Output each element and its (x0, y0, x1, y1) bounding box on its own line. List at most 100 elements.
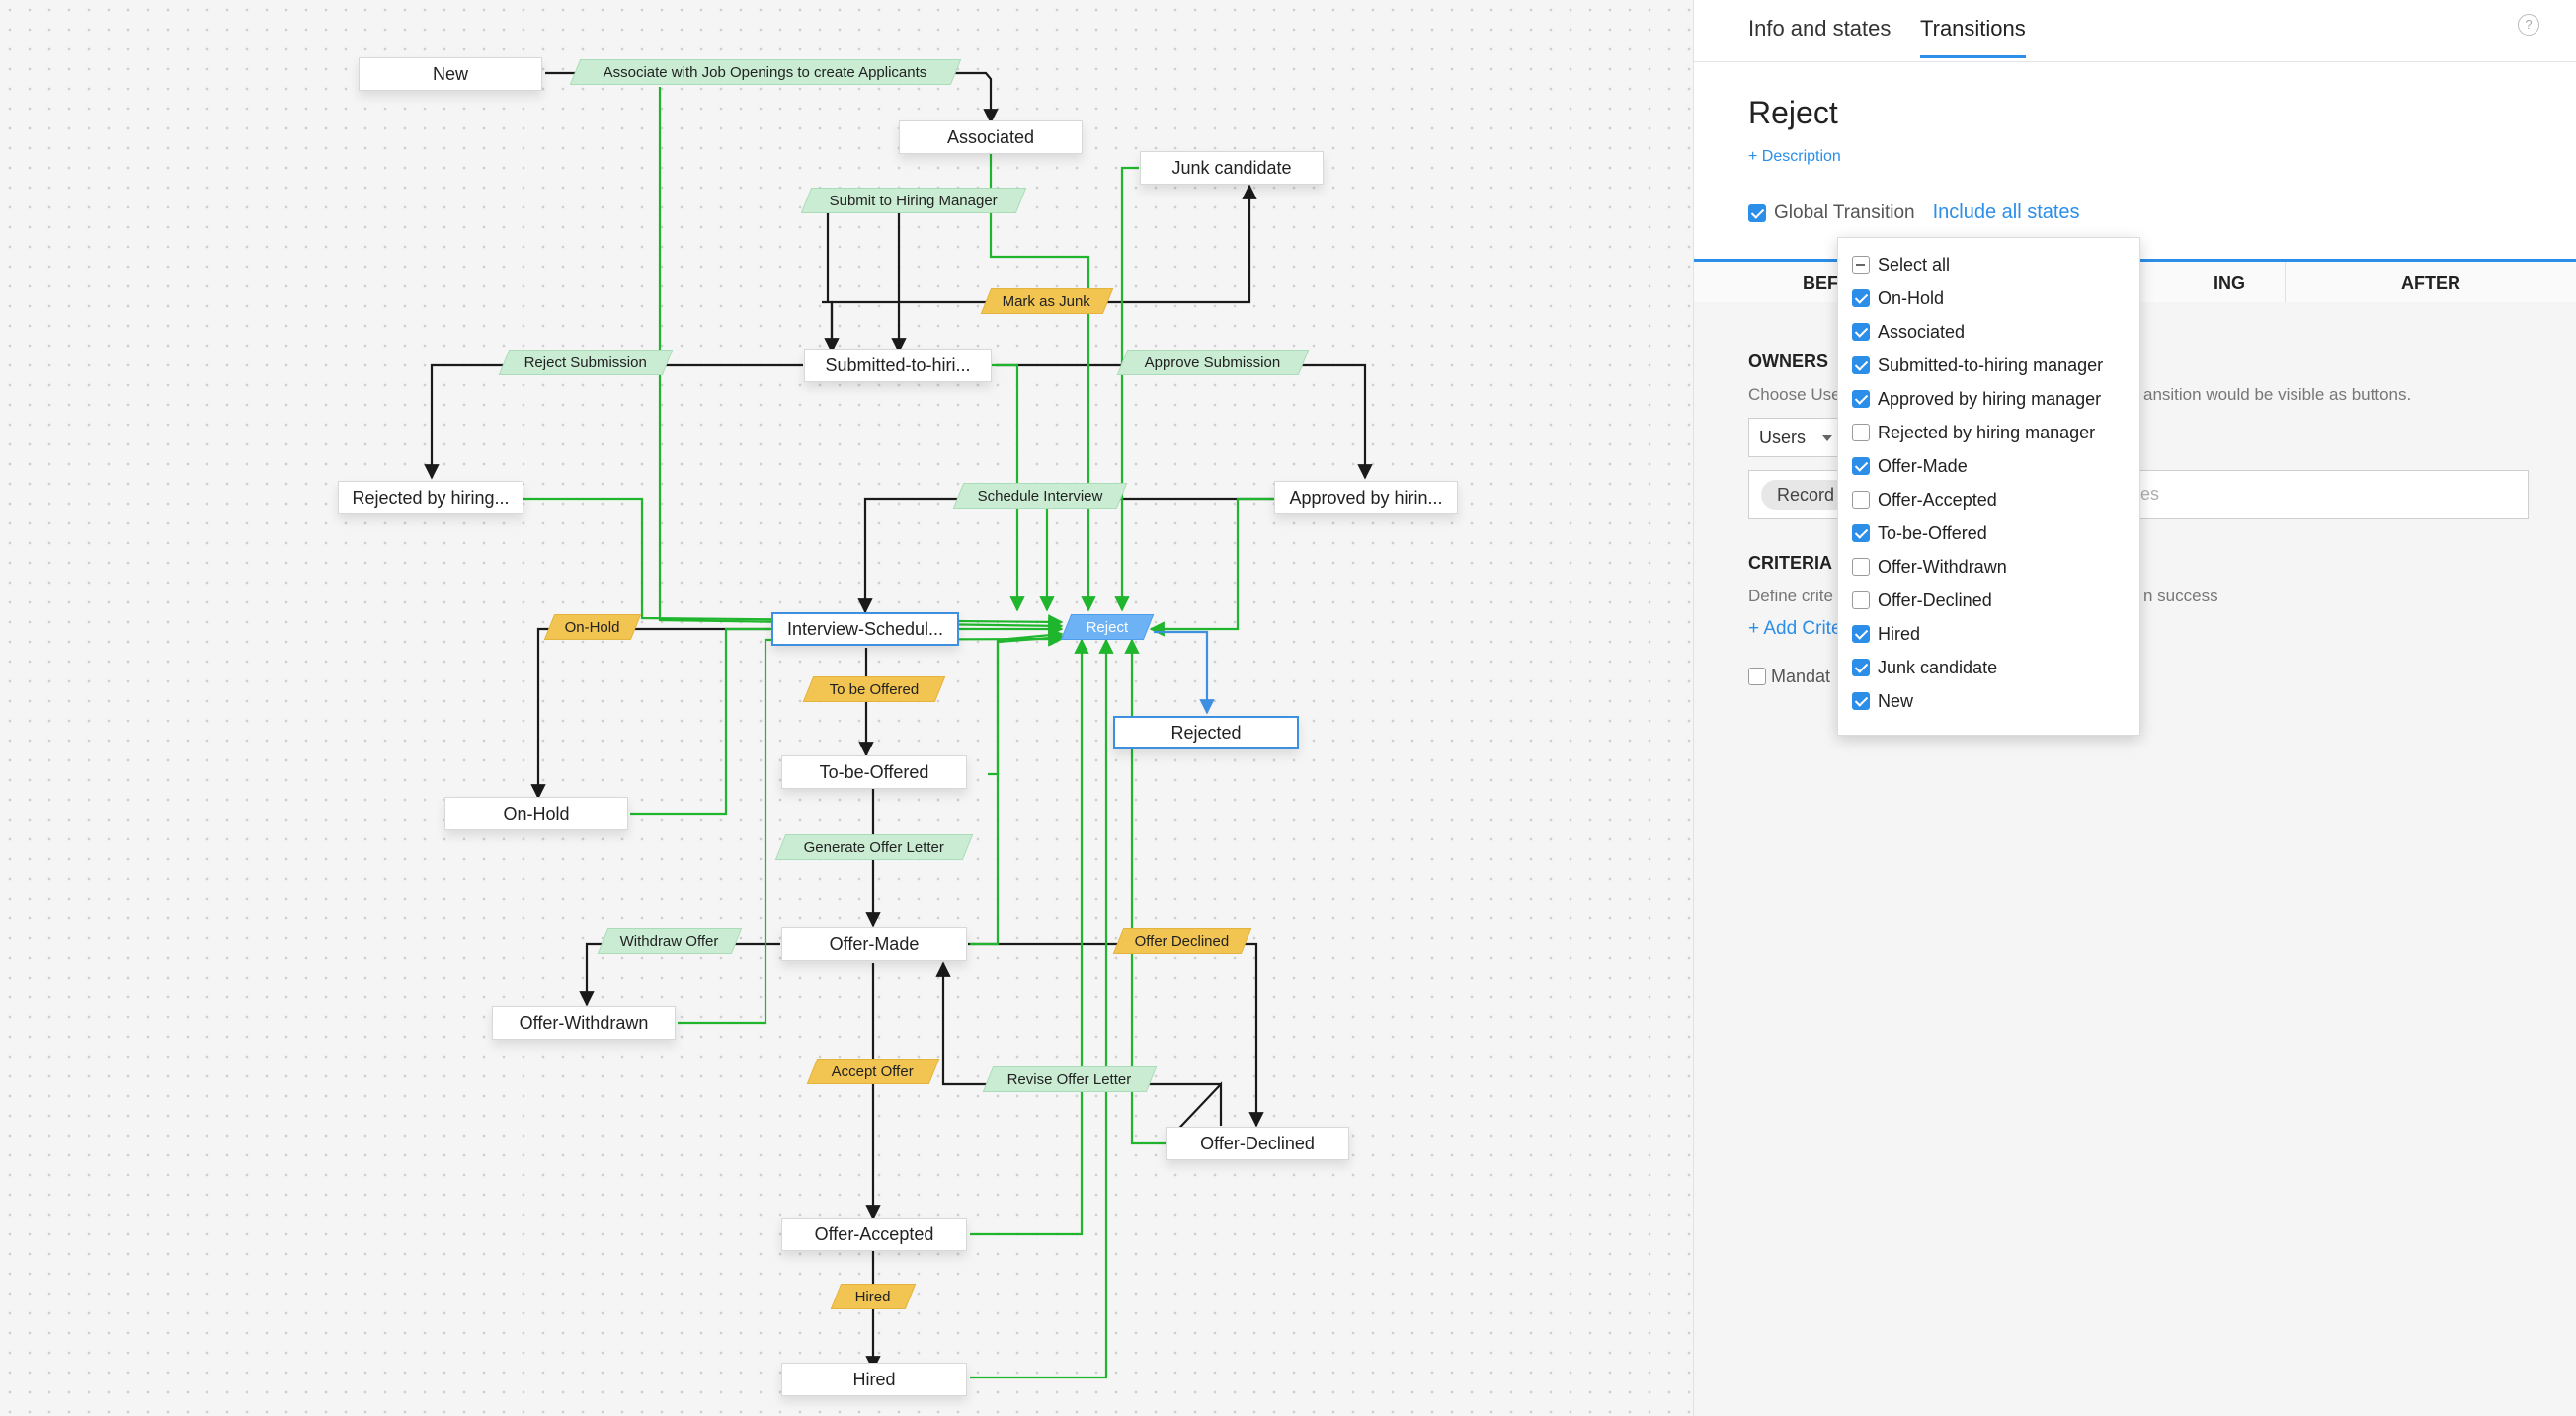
owner-chip[interactable]: Record (1761, 480, 1851, 510)
dropdown-item[interactable]: Hired (1852, 623, 1920, 647)
state-checkbox[interactable] (1852, 424, 1870, 442)
add-criteria-link[interactable]: + Add Crite (1748, 618, 1842, 639)
tab-before[interactable]: BEF (1803, 274, 1838, 293)
transition-generate-offer-label: Generate Offer Letter (803, 839, 944, 856)
dropdown-select-all[interactable]: Select all (1852, 254, 1950, 277)
criteria-help-text-tail: n success (2143, 587, 2218, 605)
dropdown-item[interactable]: Junk candidate (1852, 657, 1997, 680)
tab-info-and-states[interactable]: Info and states (1748, 16, 1892, 40)
transition-title: Reject (1748, 95, 1838, 130)
transition-mark-junk-label: Mark as Junk (1002, 293, 1091, 310)
tab-transitions[interactable]: Transitions (1920, 16, 2026, 58)
state-rejected-by-hiring-manager[interactable]: Rejected by hiring... (338, 481, 523, 514)
phase-tab-divider (2285, 262, 2286, 305)
transition-schedule-interview[interactable]: Schedule Interview (952, 483, 1128, 509)
dropdown-item[interactable]: Approved by hiring manager (1852, 388, 2101, 412)
dropdown-item[interactable]: Associated (1852, 321, 1965, 345)
include-states-dropdown: Select all On-Hold Associated Submitted-… (1837, 237, 2140, 736)
state-checkbox[interactable] (1852, 558, 1870, 577)
state-label: Hired (1878, 623, 1921, 644)
transition-withdraw-offer[interactable]: Withdraw Offer (597, 928, 743, 954)
owner-type-value: Users (1759, 428, 1807, 447)
state-hired[interactable]: Hired (781, 1363, 967, 1396)
transition-approve-submission[interactable]: Approve Submission (1116, 350, 1310, 375)
owner-type-select[interactable]: Users (1748, 418, 1843, 457)
state-on-hold[interactable]: On-Hold (444, 797, 628, 830)
state-junk-candidate[interactable]: Junk candidate (1140, 151, 1324, 185)
transition-associate[interactable]: Associate with Job Openings to create Ap… (569, 59, 962, 85)
state-offer-declined[interactable]: Offer-Declined (1166, 1127, 1349, 1160)
state-to-be-offered[interactable]: To-be-Offered (781, 755, 967, 789)
mandatory-checkbox[interactable] (1748, 668, 1766, 686)
state-checkbox[interactable] (1852, 591, 1870, 610)
transition-reject-submission-label: Reject Submission (523, 354, 647, 371)
transition-accept-offer[interactable]: Accept Offer (806, 1059, 940, 1084)
transition-to-be-offered-label: To be Offered (829, 681, 919, 698)
transition-approve-submission-label: Approve Submission (1144, 354, 1281, 371)
criteria-help-text: Define crite (1748, 587, 1833, 605)
state-label: Offer-Withdrawn (1878, 556, 2007, 577)
state-checkbox[interactable] (1852, 692, 1870, 711)
state-checkbox[interactable] (1852, 457, 1870, 476)
transition-generate-offer-letter[interactable]: Generate Offer Letter (774, 834, 974, 860)
dropdown-item[interactable]: Submitted-to-hiring manager (1852, 354, 2103, 378)
dropdown-item[interactable]: On-Hold (1852, 287, 1944, 311)
state-checkbox[interactable] (1852, 625, 1870, 644)
transition-to-be-offered[interactable]: To be Offered (802, 676, 946, 702)
state-offer-made[interactable]: Offer-Made (781, 927, 967, 961)
add-description-link[interactable]: + Description (1748, 148, 1841, 165)
state-label: Offer-Declined (1878, 590, 1992, 610)
transition-offer-declined[interactable]: Offer Declined (1112, 928, 1252, 954)
transition-mark-as-junk[interactable]: Mark as Junk (980, 288, 1114, 314)
select-all-checkbox[interactable] (1852, 256, 1870, 275)
tab-after[interactable]: AFTER (2401, 274, 2460, 293)
transition-schedule-interview-label: Schedule Interview (977, 488, 1102, 505)
transition-associate-label: Associate with Job Openings to create Ap… (603, 64, 927, 81)
dropdown-item[interactable]: Offer-Accepted (1852, 489, 1997, 512)
transition-hired[interactable]: Hired (830, 1284, 917, 1309)
transition-reject[interactable]: Reject (1060, 614, 1155, 640)
dropdown-item[interactable]: Offer-Withdrawn (1852, 556, 2007, 580)
state-label: Junk candidate (1878, 657, 1998, 677)
transition-on-hold-label: On-Hold (564, 619, 620, 636)
state-approved-by-hiring-manager[interactable]: Approved by hirin... (1274, 481, 1458, 514)
dropdown-item[interactable]: New (1852, 690, 1913, 714)
state-associated[interactable]: Associated (899, 120, 1083, 154)
blueprint-canvas[interactable]: New Associated Junk candidate Submitted-… (0, 0, 1693, 1416)
dropdown-item[interactable]: Offer-Declined (1852, 590, 1992, 613)
state-checkbox[interactable] (1852, 356, 1870, 375)
state-rejected[interactable]: Rejected (1113, 716, 1299, 749)
state-checkbox[interactable] (1852, 659, 1870, 677)
transition-reject-submission[interactable]: Reject Submission (498, 350, 674, 375)
state-submitted-to-hiring-manager[interactable]: Submitted-to-hiri... (804, 349, 992, 382)
transition-on-hold[interactable]: On-Hold (543, 614, 642, 640)
state-checkbox[interactable] (1852, 524, 1870, 543)
question-circle-icon[interactable]: ? (2518, 14, 2539, 36)
global-transition-checkbox[interactable] (1748, 203, 1766, 222)
mandatory-label: Mandat (1771, 666, 1831, 686)
dropdown-item[interactable]: To-be-Offered (1852, 522, 1987, 546)
dropdown-item[interactable]: Rejected by hiring manager (1852, 422, 2095, 445)
state-checkbox[interactable] (1852, 390, 1870, 409)
dropdown-item[interactable]: Offer-Made (1852, 455, 1968, 479)
tab-during[interactable]: ING (2213, 274, 2245, 293)
state-checkbox[interactable] (1852, 289, 1870, 308)
state-label: Submitted-to-hiring manager (1878, 354, 2104, 375)
chevron-down-icon (1822, 435, 1832, 441)
state-checkbox[interactable] (1852, 491, 1870, 510)
state-interview-scheduled[interactable]: Interview-Schedul... (771, 612, 959, 646)
include-all-states-link[interactable]: Include all states (1932, 201, 2080, 223)
state-offer-accepted[interactable]: Offer-Accepted (781, 1218, 967, 1251)
state-checkbox[interactable] (1852, 323, 1870, 342)
transition-revise-offer-letter[interactable]: Revise Offer Letter (982, 1066, 1158, 1092)
owners-help-text-tail: ansition would be visible as buttons. (2143, 385, 2412, 404)
state-new[interactable]: New (359, 57, 542, 91)
transition-submit-label: Submit to Hiring Manager (829, 193, 998, 209)
global-transition-row: Global Transition Include all states (1748, 201, 2080, 225)
state-offer-withdrawn[interactable]: Offer-Withdrawn (492, 1006, 676, 1040)
owners-help-text: Choose Use (1748, 385, 1841, 404)
transition-submit-to-hiring-manager[interactable]: Submit to Hiring Manager (800, 188, 1027, 213)
transition-revise-offer-label: Revise Offer Letter (1006, 1071, 1132, 1088)
panel-tab-bar: Info and states Transitions ? (1694, 0, 2576, 62)
global-transition-label: Global Transition (1774, 201, 1915, 223)
